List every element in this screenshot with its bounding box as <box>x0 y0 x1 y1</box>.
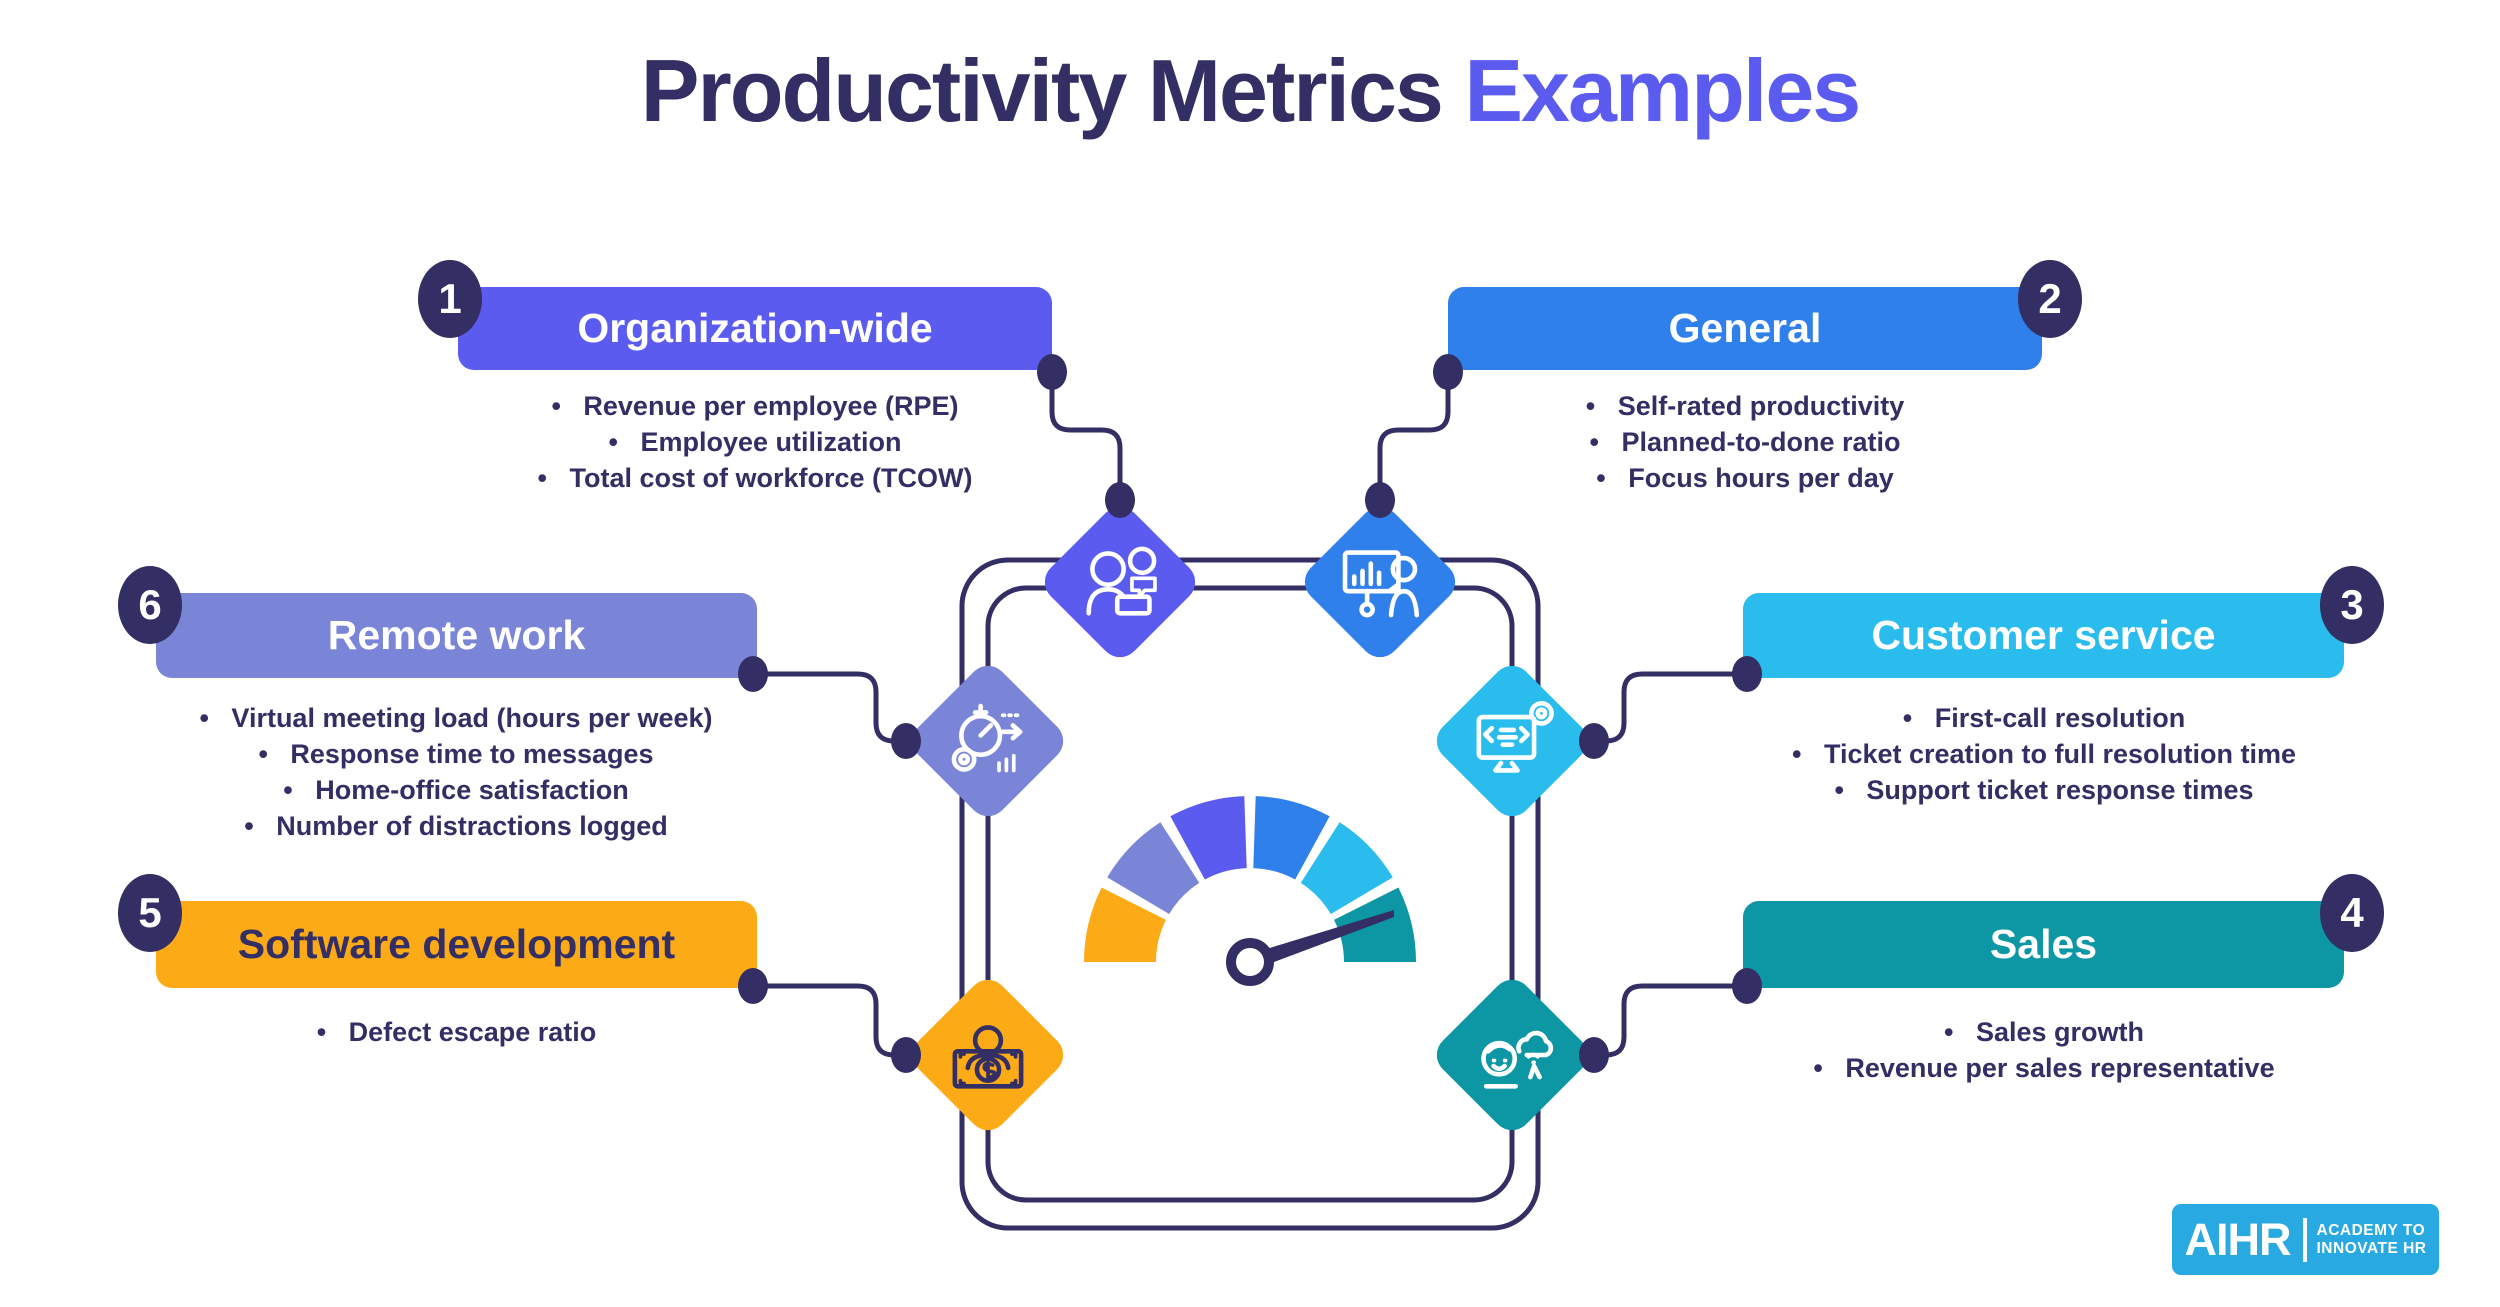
page-title: Productivity Metrics Examples <box>0 40 2500 142</box>
developer-money-icon <box>940 1007 1036 1103</box>
bullet-item: Self-rated productivity <box>1445 388 2045 424</box>
section-label: General <box>1668 305 1822 351</box>
gauge-segment <box>1170 796 1248 881</box>
employee-chat-icon <box>1072 534 1168 630</box>
section-bar-remote-work: Remote work <box>156 593 757 678</box>
section-bar-organization-wide: Organization-wide <box>458 287 1052 370</box>
bullet-item: Planned-to-done ratio <box>1445 424 2045 460</box>
badge-6: 6 <box>118 566 182 644</box>
connector-s4 <box>1594 983 1747 1058</box>
section-bar-software-development: Software development <box>156 901 757 988</box>
badge-number: 3 <box>2340 581 2364 628</box>
dot-s3-bar <box>1732 656 1762 692</box>
bullets-sales: Sales growth Revenue per sales represent… <box>1694 1014 2394 1086</box>
bullet-item: Home-office satisfaction <box>106 772 806 808</box>
dot-s1-bar <box>1037 354 1067 390</box>
connector-s5 <box>753 983 906 1058</box>
connector-s1 <box>1049 372 1123 500</box>
bullets-software-development: Defect escape ratio <box>156 1014 757 1050</box>
productivity-timer-icon <box>940 693 1036 789</box>
gauge-segment <box>1084 887 1167 964</box>
bullet-item: Response time to messages <box>106 736 806 772</box>
page-title-accent: Examples <box>1464 41 1861 140</box>
badge-5: 5 <box>118 874 182 952</box>
bullets-organization-wide: Revenue per employee (RPE) Employee util… <box>455 388 1055 496</box>
bullet-item: Sales growth <box>1694 1014 2394 1050</box>
sales-cloud-icon <box>1464 1007 1560 1103</box>
section-bar-customer-service: Customer service <box>1743 593 2344 678</box>
bullets-customer-service: First-call resolution Ticket creation to… <box>1694 700 2394 808</box>
bullet-item: Defect escape ratio <box>156 1014 757 1050</box>
bullet-item: Revenue per employee (RPE) <box>455 388 1055 424</box>
aihr-logo: AIHR ACADEMY TO INNOVATE HR <box>2172 1204 2439 1275</box>
service-monitor-icon <box>1464 693 1560 789</box>
section-bar-general: General <box>1448 287 2042 370</box>
dot-s2-diamond <box>1365 482 1395 518</box>
connector-s3 <box>1594 671 1747 744</box>
section-bar-sales: Sales <box>1743 901 2344 988</box>
section-label: Software development <box>237 921 676 967</box>
badge-number: 2 <box>2038 275 2062 322</box>
section-label: Organization-wide <box>577 305 933 351</box>
page-title-main: Productivity Metrics <box>640 41 1444 140</box>
tagline-line-1: ACADEMY TO <box>2316 1221 2426 1239</box>
section-label: Remote work <box>327 612 586 658</box>
connector-s2 <box>1377 372 1451 500</box>
gauge-segment <box>1252 796 1330 881</box>
diamond-remote-work <box>904 657 1072 825</box>
gauge-segments <box>1084 796 1416 964</box>
badge-4: 4 <box>2320 874 2384 952</box>
section-label: Sales <box>1989 921 2098 967</box>
dot-s3-diamond <box>1579 723 1609 759</box>
diamond-organization-wide <box>1036 498 1204 666</box>
bullets-general: Self-rated productivity Planned-to-done … <box>1445 388 2045 496</box>
badge-1: 1 <box>418 260 482 338</box>
badge-number: 5 <box>138 889 162 936</box>
bullets-remote-work: Virtual meeting load (hours per week) Re… <box>106 700 806 844</box>
bullet-item: Employee utilization <box>455 424 1055 460</box>
bullet-item: Support ticket response times <box>1694 772 2394 808</box>
diamond-software-development <box>904 971 1072 1139</box>
bullet-item: Ticket creation to full resolution time <box>1694 736 2394 772</box>
dot-s1-diamond <box>1105 482 1135 518</box>
aihr-logo-tagline: ACADEMY TO INNOVATE HR <box>2317 1222 2427 1258</box>
badge-2: 2 <box>2018 260 2082 338</box>
bullet-item: Revenue per sales representative <box>1694 1050 2394 1086</box>
tagline-line-2: INNOVATE HR <box>2316 1239 2427 1257</box>
gauge-segment <box>1107 822 1201 916</box>
badge-number: 4 <box>2340 889 2364 936</box>
aihr-logo-brand: AIHR <box>2184 1213 2292 1265</box>
bullet-item: Total cost of workforce (TCOW) <box>455 460 1055 496</box>
bullet-item: Number of distractions logged <box>106 808 806 844</box>
badge-3: 3 <box>2320 566 2384 644</box>
section-label: Customer service <box>1871 612 2216 658</box>
presentation-chart-icon <box>1332 534 1428 630</box>
diamond-sales <box>1428 971 1596 1139</box>
connector-s6 <box>753 671 906 744</box>
badge-number: 1 <box>438 275 462 322</box>
gauge-segment <box>1333 887 1416 964</box>
dot-s6-diamond <box>891 723 921 759</box>
dot-s5-bar <box>738 968 768 1004</box>
gauge-meter <box>1084 796 1416 986</box>
gauge-needle <box>1250 910 1394 971</box>
bullet-item: First-call resolution <box>1694 700 2394 736</box>
dot-s5-diamond <box>891 1037 921 1073</box>
diamond-general <box>1296 498 1464 666</box>
gauge-segment <box>1299 822 1393 916</box>
bullet-item: Virtual meeting load (hours per week) <box>106 700 806 736</box>
bullet-item: Focus hours per day <box>1445 460 2045 496</box>
logo-divider <box>2302 1217 2307 1262</box>
dot-s6-bar <box>738 656 768 692</box>
dot-s4-diamond <box>1579 1037 1609 1073</box>
dot-s2-bar <box>1433 354 1463 390</box>
inner-frame <box>985 585 1515 1203</box>
diamond-customer-service <box>1428 657 1596 825</box>
dot-s4-bar <box>1732 968 1762 1004</box>
badge-number: 6 <box>138 581 162 628</box>
outer-frame <box>959 557 1541 1231</box>
gauge-hub <box>1226 938 1274 986</box>
